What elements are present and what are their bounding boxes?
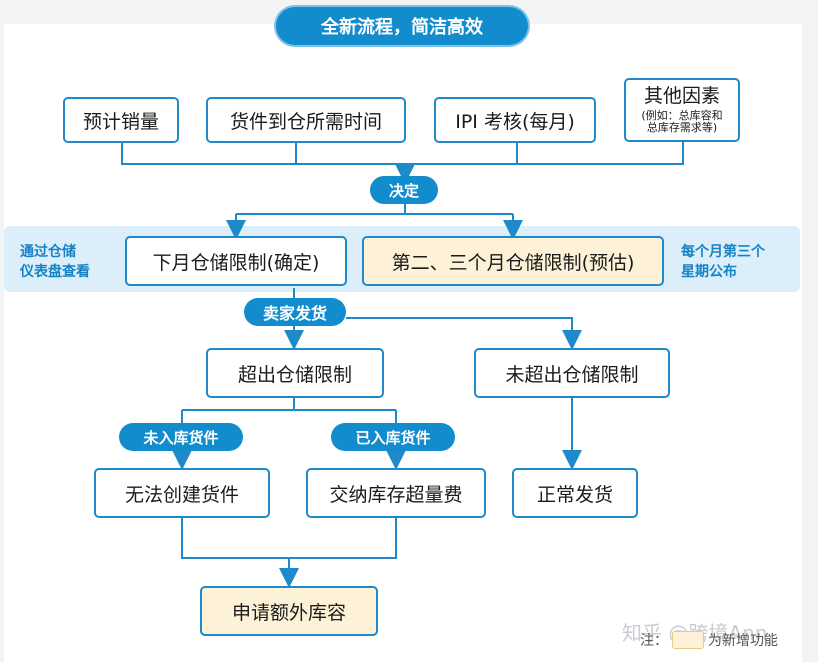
later-months-limit-box: 第二、三个月仓储限制(预估) — [362, 236, 664, 286]
exceed-limit-box: 超出仓储限制 — [206, 348, 384, 398]
shipment-time-box: 货件到仓所需时间 — [206, 97, 406, 143]
header-title-pill: 全新流程，简洁高效 — [276, 7, 528, 45]
apply-extra-capacity-box: 申请额外库容 — [200, 586, 378, 636]
not-exceed-limit-box: 未超出仓储限制 — [474, 348, 670, 398]
publish-note: 每个月第三个 星期公布 — [681, 242, 765, 282]
publish-note-line-1: 每个月第三个 — [681, 244, 765, 260]
dashboard-note-line-2: 仪表盘查看 — [20, 264, 90, 280]
other-factors-note-1: (例如：总库容和 — [641, 108, 723, 122]
seller-ship-pill: 卖家发货 — [244, 298, 346, 326]
cannot-create-shipment-box: 无法创建货件 — [94, 468, 270, 518]
next-month-limit-box: 下月仓储限制(确定) — [125, 236, 347, 286]
not-stocked-pill: 未入库货件 — [119, 423, 243, 451]
other-factors-note-2: 总库存需求等) — [646, 120, 718, 134]
legend-note: 注： 为新增功能 — [640, 630, 778, 650]
legend-suffix: 为新增功能 — [708, 633, 778, 649]
legend-swatch — [672, 631, 704, 649]
other-factors-title: 其他因素 — [643, 84, 720, 107]
stocked-pill: 已入库货件 — [331, 423, 455, 451]
pay-overage-fee-box: 交纳库存超量费 — [306, 468, 486, 518]
dashboard-note: 通过仓储 仪表盘查看 — [20, 242, 90, 282]
normal-ship-box: 正常发货 — [512, 468, 638, 518]
sales-forecast-box: 预计销量 — [63, 97, 179, 143]
decide-pill: 决定 — [370, 176, 438, 204]
legend-prefix: 注： — [640, 633, 668, 649]
dashboard-note-line-1: 通过仓储 — [20, 244, 76, 260]
other-factors-box: 其他因素 (例如：总库容和 总库存需求等) — [624, 78, 740, 142]
ipi-box: IPI 考核(每月) — [434, 97, 596, 143]
publish-note-line-2: 星期公布 — [681, 264, 737, 280]
